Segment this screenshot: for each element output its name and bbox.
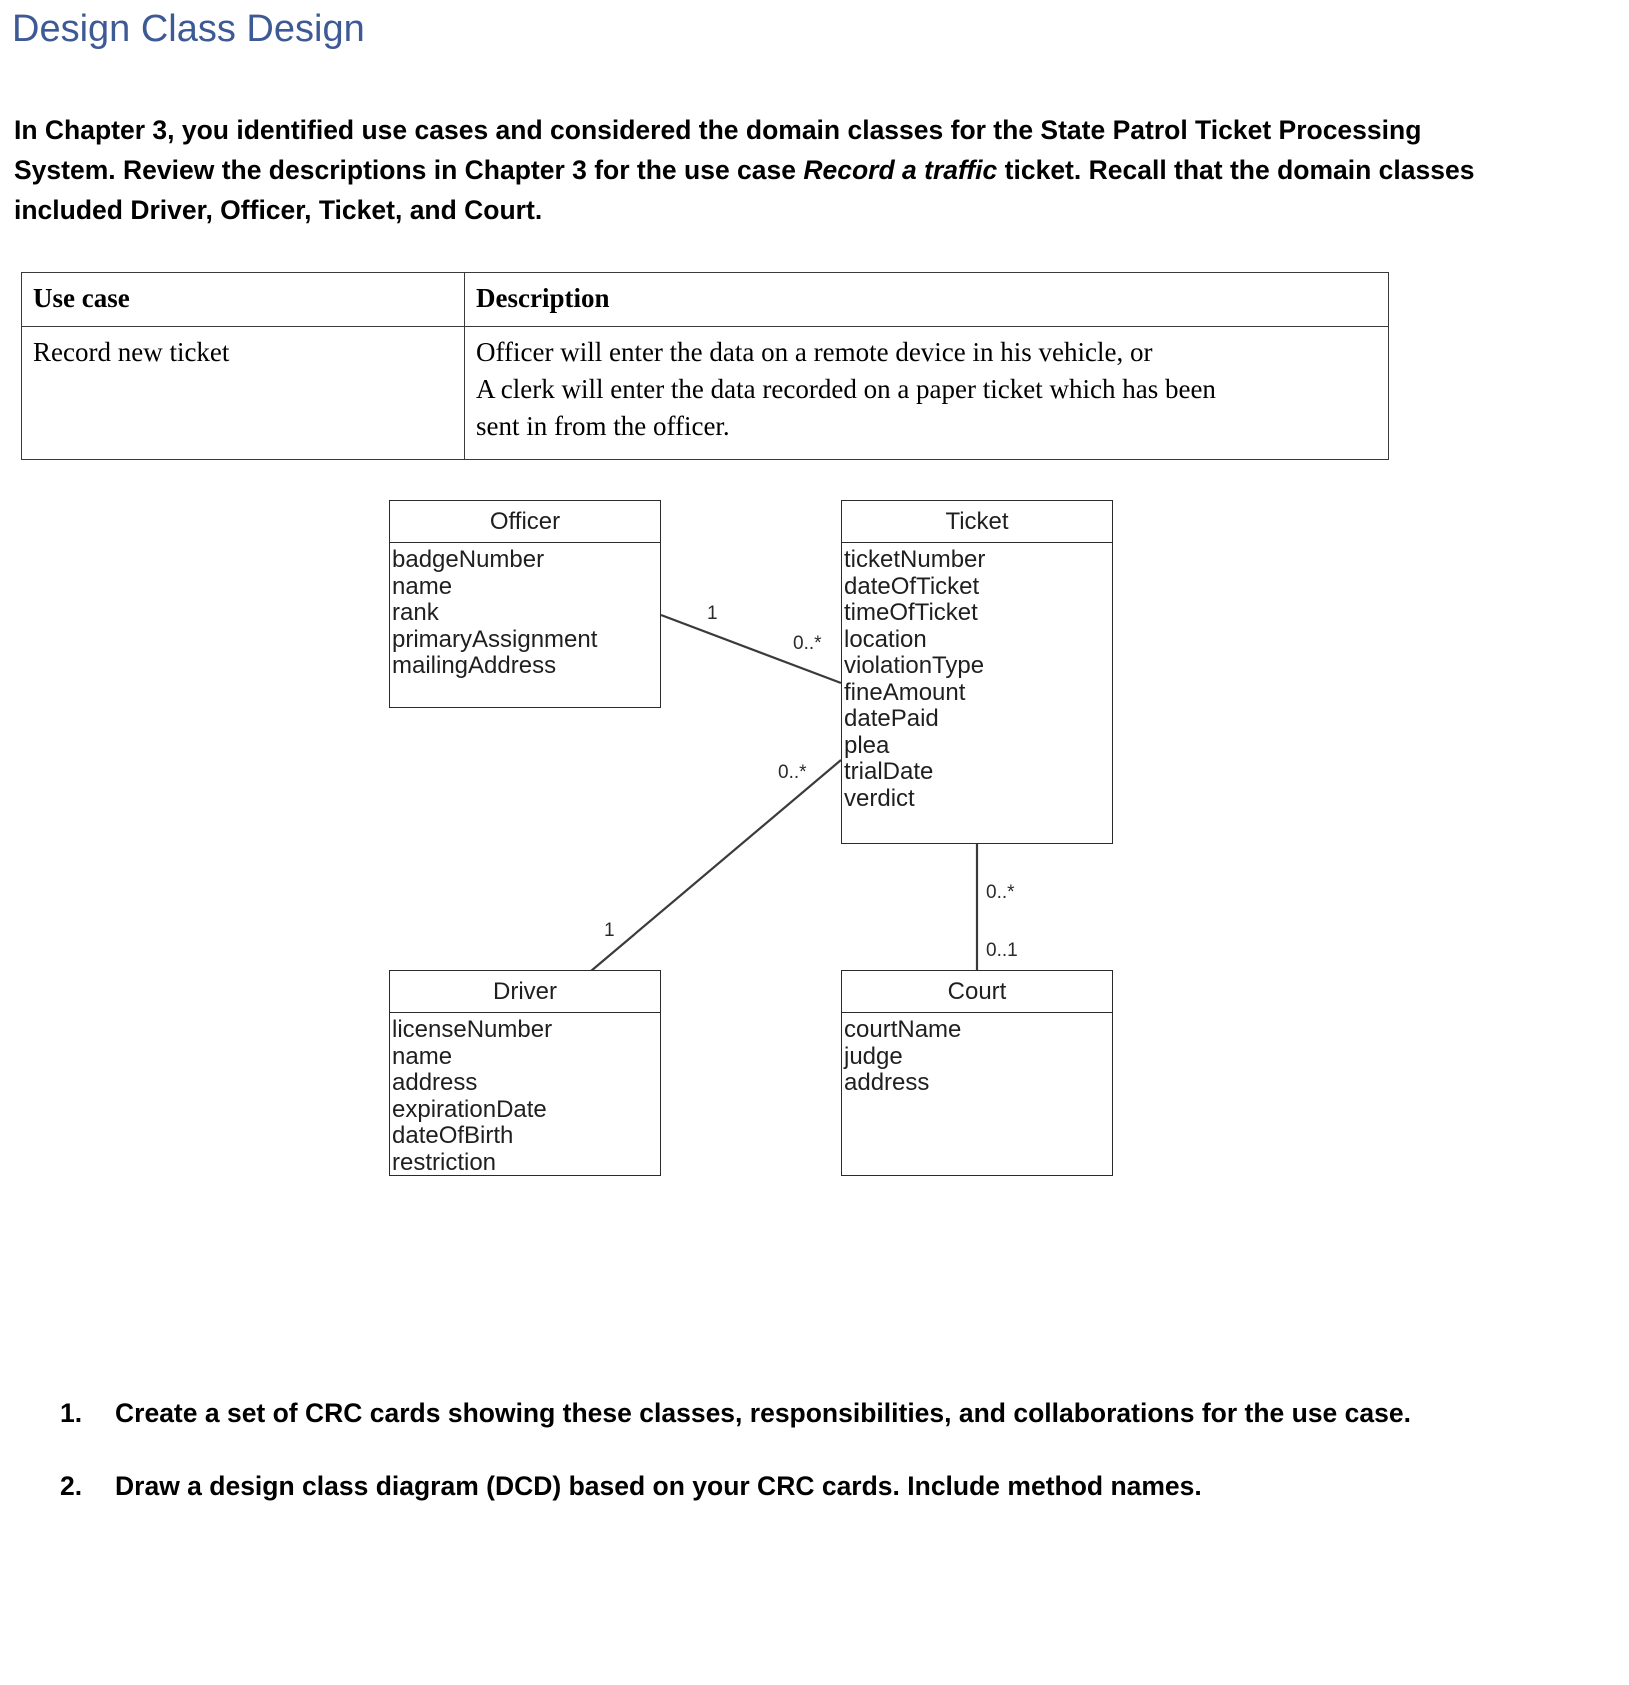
uml-attribute: timeOfTicket (844, 599, 978, 626)
list-item-number: 1. (60, 1398, 83, 1428)
uml-attribute: location (844, 625, 927, 653)
uml-attribute: judge (844, 1042, 903, 1070)
uml-attribute: address (392, 1069, 478, 1096)
uml-attribute: courtName (844, 1016, 962, 1043)
association-line-driver-ticket (590, 759, 842, 972)
column-header-description: Description (464, 272, 1389, 327)
uml-class-court[interactable]: Court courtName judge address (841, 970, 1113, 1176)
intro-emphasis-use-case-name: Record a traffic (803, 155, 998, 185)
uml-attribute: violationType (844, 652, 985, 679)
description-line: sent in from the officer. (476, 411, 730, 441)
table-header-row: Use case Description (21, 272, 1389, 327)
multiplicity-officer-end: 1 (707, 603, 718, 624)
uml-attribute: dateOfTicket (844, 572, 980, 600)
uml-class-diagram: Officer badgeNumber name rank primaryAss… (0, 470, 1629, 1240)
uml-class-name-ticket: Ticket (842, 501, 1112, 543)
uml-attributes-court: courtName judge address (842, 1013, 1112, 1097)
page-title: Design Class Design (12, 8, 365, 50)
multiplicity-ticket-end-to-court: 0..* (986, 882, 1015, 903)
multiplicity-ticket-end-from-officer: 0..* (793, 633, 822, 654)
uml-attribute: fineAmount (844, 678, 966, 706)
uml-attribute: licenseNumber (392, 1016, 553, 1043)
association-lines-layer (590, 613, 979, 972)
uml-attribute: name (392, 572, 453, 600)
list-item: 1. Create a set of CRC cards showing the… (60, 1398, 1560, 1429)
uml-attribute: trialDate (844, 758, 934, 785)
uml-attribute: primaryAssignment (392, 625, 598, 653)
multiplicity-driver-end: 1 (604, 920, 615, 941)
uml-class-driver[interactable]: Driver licenseNumber name address expira… (389, 970, 661, 1176)
uml-attribute: badgeNumber (392, 546, 545, 573)
uml-attribute: plea (844, 731, 890, 759)
cell-description: Officer will enter the data on a remote … (464, 326, 1389, 460)
uml-attribute: name (392, 1042, 453, 1070)
uml-attribute: restriction (392, 1148, 497, 1176)
multiplicity-court-end: 0..1 (986, 940, 1018, 961)
uml-class-name-court: Court (842, 971, 1112, 1013)
cell-use-case: Record new ticket (21, 326, 465, 460)
uml-attributes-ticket: ticketNumber dateOfTicket timeOfTicket l… (842, 543, 1112, 812)
intro-paragraph: In Chapter 3, you identified use cases a… (14, 110, 1494, 230)
uml-attribute: datePaid (844, 705, 939, 732)
description-line: Officer will enter the data on a remote … (476, 337, 1153, 367)
uml-class-name-officer: Officer (390, 501, 660, 543)
use-case-table: Use case Description Record new ticket O… (21, 272, 1389, 460)
uml-class-officer[interactable]: Officer badgeNumber name rank primaryAss… (389, 500, 661, 708)
description-line: A clerk will enter the data recorded on … (476, 374, 1216, 404)
uml-attribute: rank (392, 599, 439, 626)
list-item-number: 2. (60, 1471, 83, 1501)
uml-class-name-driver: Driver (390, 971, 660, 1013)
intro-text-part1: In Chapter 3, you identified use cases a… (14, 115, 1422, 185)
table-row: Record new ticket Officer will enter the… (21, 326, 1389, 460)
list-item-text: Create a set of CRC cards showing these … (115, 1398, 1411, 1428)
uml-attribute: mailingAddress (392, 652, 557, 679)
uml-attributes-officer: badgeNumber name rank primaryAssignment … (390, 543, 660, 680)
uml-attribute: dateOfBirth (392, 1122, 514, 1149)
uml-attribute: ticketNumber (844, 546, 986, 573)
association-line-officer-ticket (660, 613, 842, 685)
uml-class-ticket[interactable]: Ticket ticketNumber dateOfTicket timeOfT… (841, 500, 1113, 844)
multiplicity-ticket-end-from-driver: 0..* (778, 762, 807, 783)
uml-attribute: address (844, 1069, 930, 1096)
uml-attribute: verdict (844, 784, 915, 812)
list-item: 2. Draw a design class diagram (DCD) bas… (60, 1471, 1560, 1502)
list-item-text: Draw a design class diagram (DCD) based … (115, 1471, 1202, 1501)
task-list: 1. Create a set of CRC cards showing the… (60, 1398, 1560, 1544)
uml-attribute: expirationDate (392, 1095, 547, 1123)
intro-text-part2: ticket. Recall that the domain classes i… (14, 155, 1475, 225)
uml-attributes-driver: licenseNumber name address expirationDat… (390, 1013, 660, 1176)
column-header-use-case: Use case (21, 272, 465, 327)
